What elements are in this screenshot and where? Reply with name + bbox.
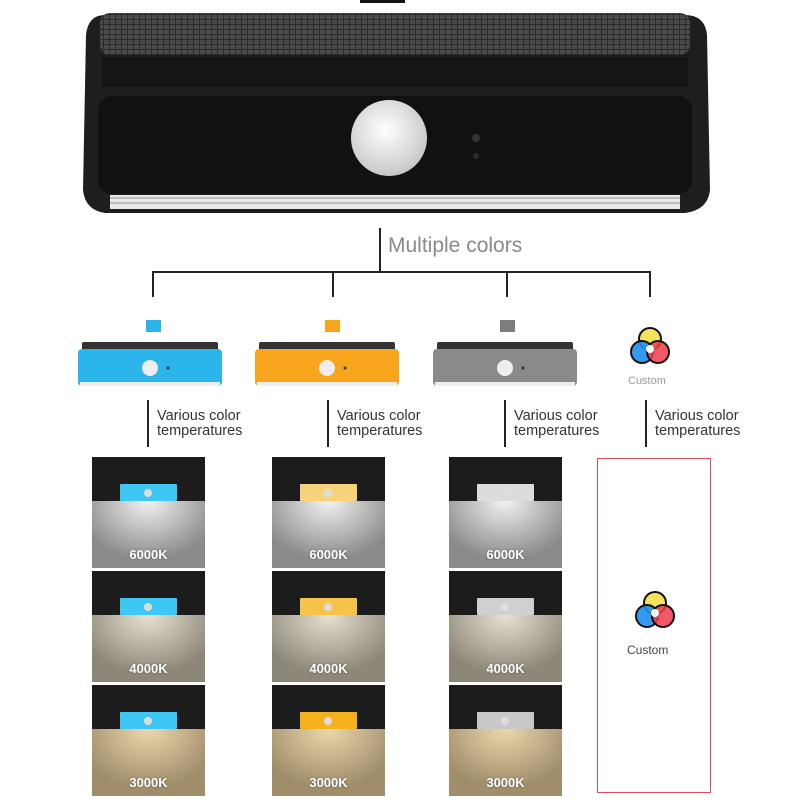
pir-sensor xyxy=(324,603,332,611)
temperature-label: 4000K xyxy=(129,661,168,676)
temperature-label: 6000K xyxy=(486,547,525,562)
pir-sensor xyxy=(144,489,152,497)
color-temp-tile-blue-6000K: 6000K xyxy=(92,457,205,568)
tree-stem xyxy=(379,228,381,272)
pir-sensor xyxy=(501,603,509,611)
label-line-1: Various color xyxy=(157,408,241,424)
label-line-1: Various color xyxy=(655,408,739,424)
tree-drop-orange xyxy=(332,271,334,297)
multiple-colors-heading: Multiple colors xyxy=(388,234,523,257)
pir-sensor xyxy=(324,717,332,725)
pir-sensor xyxy=(144,717,152,725)
pir-sensor xyxy=(501,717,509,725)
temperature-label: 4000K xyxy=(309,661,348,676)
pir-sensor xyxy=(144,603,152,611)
tree-drop-gray xyxy=(506,271,508,297)
temperature-label: 6000K xyxy=(309,547,348,562)
gray-lamp-variant xyxy=(433,342,577,386)
pir-sensor xyxy=(324,489,332,497)
color-temp-tile-gray-6000K: 6000K xyxy=(449,457,562,568)
custom-variant-label: Custom xyxy=(628,375,666,387)
rgb-color-wheel-icon xyxy=(630,327,670,364)
label-line-2: temperatures xyxy=(157,423,243,439)
tree-drop-custom xyxy=(649,271,651,297)
color-temp-tile-gray-4000K: 4000K xyxy=(449,571,562,682)
gray-swatch xyxy=(500,320,515,332)
temperature-label: 3000K xyxy=(129,775,168,790)
rgb-color-wheel-icon xyxy=(635,591,675,628)
color-temp-tile-blue-4000K: 4000K xyxy=(92,571,205,682)
temperature-label: 3000K xyxy=(486,775,525,790)
custom-color-panel: Custom xyxy=(597,458,711,793)
color-temp-tile-orange-6000K: 6000K xyxy=(272,457,385,568)
color-temp-tile-gray-3000K: 3000K xyxy=(449,685,562,796)
divider-line xyxy=(147,400,149,447)
temperature-label: 4000K xyxy=(486,661,525,676)
color-temp-tile-orange-4000K: 4000K xyxy=(272,571,385,682)
temperature-label: 6000K xyxy=(129,547,168,562)
pir-sensor xyxy=(501,489,509,497)
orange-lamp-variant xyxy=(255,342,399,386)
label-line-2: temperatures xyxy=(655,423,741,439)
color-temp-tile-blue-3000K: 3000K xyxy=(92,685,205,796)
label-line-2: temperatures xyxy=(514,423,600,439)
orange-swatch xyxy=(325,320,340,332)
tree-branch xyxy=(152,271,651,273)
label-line-2: temperatures xyxy=(337,423,423,439)
solar-wall-lamp-image xyxy=(83,13,710,213)
top-edge-bar xyxy=(360,0,405,3)
custom-panel-label: Custom xyxy=(627,643,669,657)
divider-line xyxy=(645,400,647,447)
blue-swatch xyxy=(146,320,161,332)
tree-drop-blue xyxy=(152,271,154,297)
temperature-label: 3000K xyxy=(309,775,348,790)
divider-line xyxy=(327,400,329,447)
label-line-1: Various color xyxy=(514,408,598,424)
divider-line xyxy=(504,400,506,447)
label-line-1: Various color xyxy=(337,408,421,424)
blue-lamp-variant xyxy=(78,342,222,386)
color-temp-tile-orange-3000K: 3000K xyxy=(272,685,385,796)
